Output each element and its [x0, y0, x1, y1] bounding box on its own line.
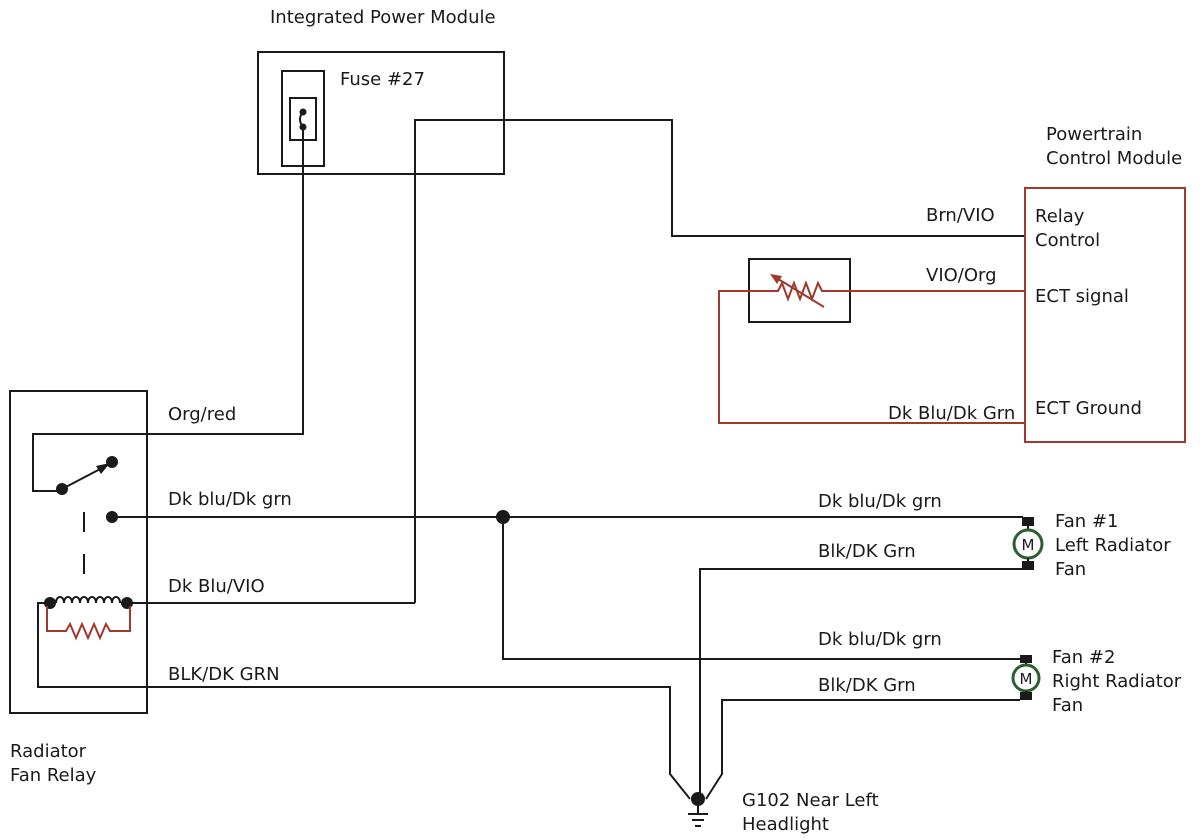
fuse-link	[299, 111, 304, 128]
ground-label-line1: G102 Near Left	[742, 790, 879, 811]
wire-fan2-ground	[705, 699, 1020, 800]
fan2-motor-symbol: M	[1020, 670, 1033, 688]
wire-label-dk-blu-vio: Dk Blu/VIO	[168, 576, 265, 597]
fan2-label-line1: Fan #2	[1052, 647, 1115, 668]
ipm-title: Integrated Power Module	[270, 7, 496, 28]
pcm-ect-signal: ECT signal	[1035, 286, 1129, 307]
relay-title-line2: Fan Relay	[10, 765, 97, 786]
wire-label-fan1-ground: Blk/DK Grn	[818, 541, 916, 562]
wire-label-vio-org: VIO/Org	[926, 265, 997, 286]
fan2-terminal-bottom	[1020, 692, 1032, 700]
fan2-terminal-top	[1020, 655, 1032, 663]
wire-fan1-ground	[699, 568, 1022, 794]
relay-title-line1: Radiator	[10, 741, 87, 762]
wire-fan2-feed	[502, 517, 1023, 660]
ect-variable-resistor-icon	[770, 280, 826, 302]
pcm-box	[1024, 187, 1186, 443]
fan1-terminal-top	[1022, 517, 1034, 526]
relay-coil-icon	[55, 596, 121, 604]
pcm-title-line2: Control Module	[1046, 148, 1182, 169]
pcm-ect-ground: ECT Ground	[1035, 398, 1142, 419]
wire-label-brn-vio: Brn/VIO	[926, 205, 995, 226]
switch-nc-contact	[106, 456, 118, 468]
wire-label-fan2-feed: Dk blu/Dk grn	[818, 629, 942, 650]
ground-splice-dot	[691, 792, 705, 806]
wire-label-relay-dk-blu-dk-grn: Dk blu/Dk grn	[168, 489, 292, 510]
ground-label-line2: Headlight	[742, 814, 829, 835]
fan1-label-line1: Fan #1	[1055, 511, 1118, 532]
wire-brn-vio	[414, 119, 1025, 603]
wire-label-fan1-feed: Dk blu/Dk grn	[818, 491, 942, 512]
wire-ect-ground	[718, 290, 1025, 424]
wire-label-org-red: Org/red	[168, 404, 236, 425]
ect-variable-arrow	[774, 276, 825, 308]
fan1-label-line2: Left Radiator	[1055, 535, 1171, 556]
ipm-box	[257, 51, 505, 175]
fuse-label: Fuse #27	[340, 69, 425, 90]
switch-arm	[61, 466, 105, 490]
fan1-terminal-bottom	[1022, 561, 1034, 570]
switch-arm-arrowhead-icon	[96, 463, 110, 474]
fan1-motor-symbol: M	[1022, 536, 1035, 554]
wire-blk-dk-grn-relay	[37, 602, 691, 800]
ect-arrowhead-icon	[770, 274, 782, 284]
pcm-relay-control-line1: Relay	[1035, 206, 1085, 227]
coil-suppression-resistor-icon	[46, 606, 131, 641]
relay-box	[9, 390, 148, 714]
fan2-label-line2: Right Radiator	[1052, 671, 1182, 692]
fan1-label-line3: Fan	[1055, 559, 1086, 580]
pcm-relay-control-line2: Control	[1035, 230, 1100, 251]
wire-org-red	[32, 127, 304, 492]
fan2-label-line3: Fan	[1052, 695, 1083, 716]
wire-label-fan2-ground: Blk/DK Grn	[818, 675, 916, 696]
wire-label-ect-ground: Dk Blu/Dk Grn	[888, 403, 1015, 424]
pcm-title-line1: Powertrain	[1046, 124, 1142, 145]
wire-label-blk-dk-grn-relay: BLK/DK GRN	[168, 664, 280, 685]
